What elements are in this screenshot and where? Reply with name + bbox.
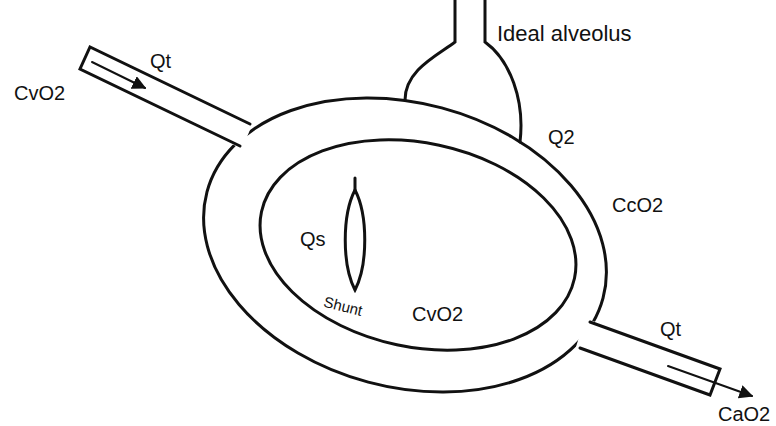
label: CvO2 (412, 303, 463, 325)
label: CcO2 (612, 194, 663, 216)
label: Shunt (322, 294, 364, 319)
label: Qt (150, 50, 171, 72)
shunt-vessel-stem (354, 178, 357, 192)
label: CaO2 (718, 403, 770, 425)
label: Ideal alveolus (497, 22, 632, 46)
alveolus-wall (405, 0, 455, 100)
label: CvO2 (14, 82, 65, 104)
outer-vessel (170, 55, 640, 426)
label: Qs (300, 228, 326, 250)
label: Q2 (548, 126, 575, 148)
label: Qt (660, 318, 681, 340)
inflow-arrow (92, 62, 145, 88)
outlet-pipe-fill (575, 318, 720, 395)
inlet-pipe (80, 47, 250, 146)
outlet-pipe (580, 322, 720, 395)
shunt-vessel (345, 190, 365, 290)
outflow-arrow (668, 366, 752, 396)
inlet-pipe-fill (80, 47, 252, 149)
inner-vessel (240, 112, 595, 378)
